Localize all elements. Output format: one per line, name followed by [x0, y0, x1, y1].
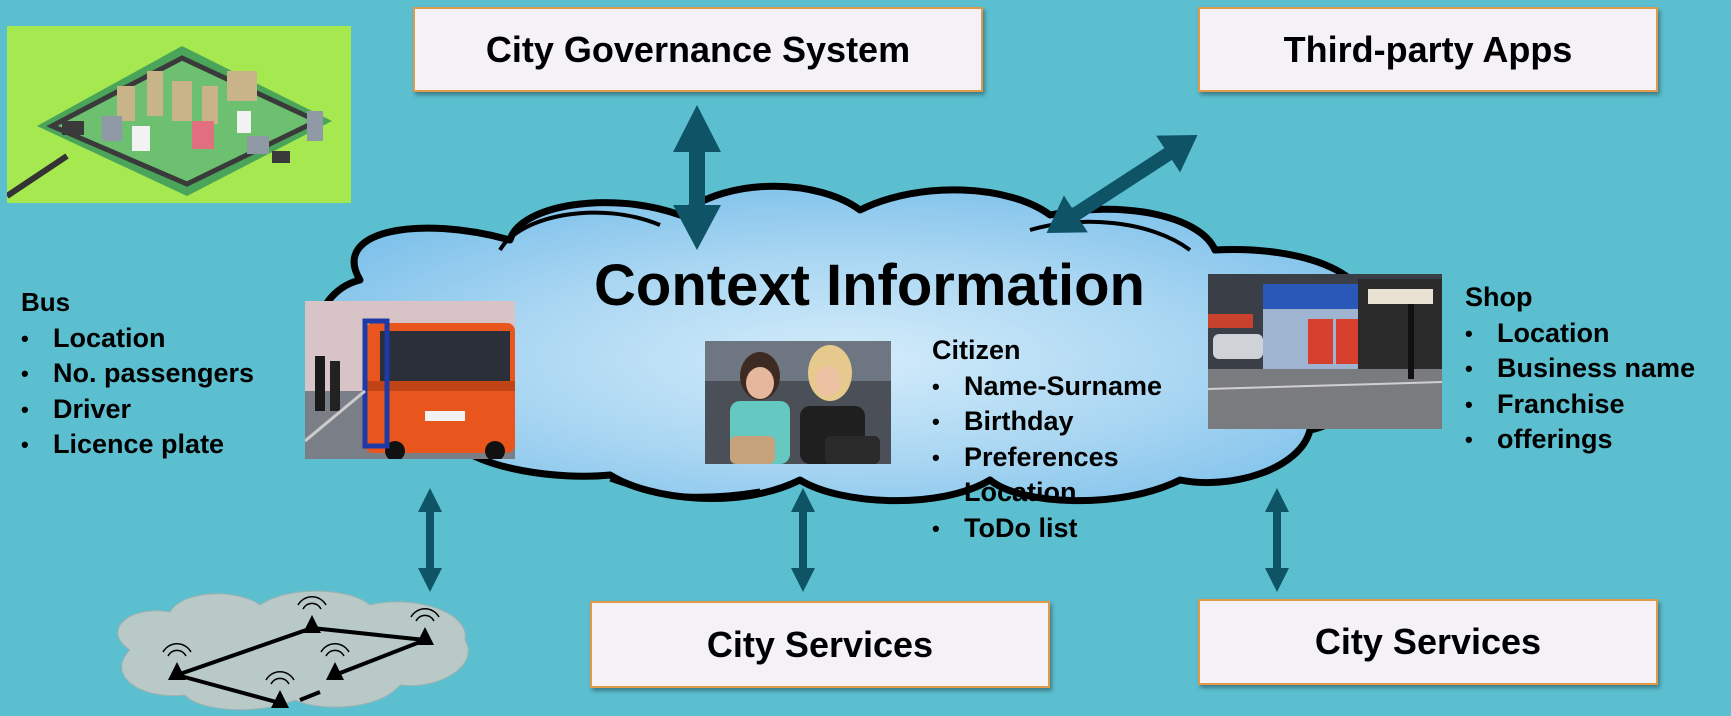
list-item: •Name-Surname [932, 370, 1163, 401]
list-item: •Location [1465, 317, 1610, 348]
third-party-apps-box: Third-party Apps [1198, 7, 1658, 92]
list-item: •Birthday [932, 406, 1074, 436]
city-map-image [7, 26, 351, 203]
list-item: •Location [21, 322, 166, 353]
city-governance-box: City Governance System [413, 7, 983, 92]
context-information-title: Context Information [594, 253, 1145, 318]
city-services-center-box: City Services [590, 601, 1050, 688]
bus-attributes: Bus •Location •No. passengers •Driver •L… [21, 285, 254, 463]
list-item: •Licence plate [21, 429, 225, 459]
third-party-apps-label: Third-party Apps [1283, 28, 1573, 70]
list-item: •Driver [21, 393, 132, 424]
city-services-right-box: City Services [1198, 599, 1658, 685]
list-item: Location [964, 477, 1077, 507]
bus-heading: Bus [21, 287, 71, 317]
shop-attributes: Shop •Location •Business name •Franchise… [1465, 280, 1695, 458]
shop-photo [1208, 274, 1442, 429]
arrow-citizen [791, 488, 815, 592]
shop-heading: Shop [1465, 282, 1533, 312]
arrow-bus [418, 488, 442, 592]
list-item: •Franchise [1465, 388, 1625, 419]
arrow-shop [1265, 488, 1289, 592]
arrow-third-party [1046, 134, 1198, 234]
citizen-heading: Citizen [932, 335, 1021, 365]
city-services-center-label: City Services [706, 623, 934, 665]
bus-photo [305, 301, 515, 459]
arrow-governance [673, 105, 721, 250]
arrows [418, 105, 1289, 592]
city-governance-label: City Governance System [485, 28, 911, 70]
list-item: •Business name [1465, 353, 1696, 383]
citizens-photo [705, 341, 891, 464]
city-services-right-label: City Services [1314, 621, 1542, 662]
list-item: •Preferences [932, 441, 1119, 472]
citizen-attributes: Citizen •Name-Surname •Birthday •Prefere… [932, 333, 1162, 546]
sensor-network-icon [117, 590, 469, 711]
list-item: •ToDo list [932, 512, 1078, 543]
list-item: •offerings [1465, 424, 1613, 454]
list-item: •No. passengers [21, 358, 255, 388]
